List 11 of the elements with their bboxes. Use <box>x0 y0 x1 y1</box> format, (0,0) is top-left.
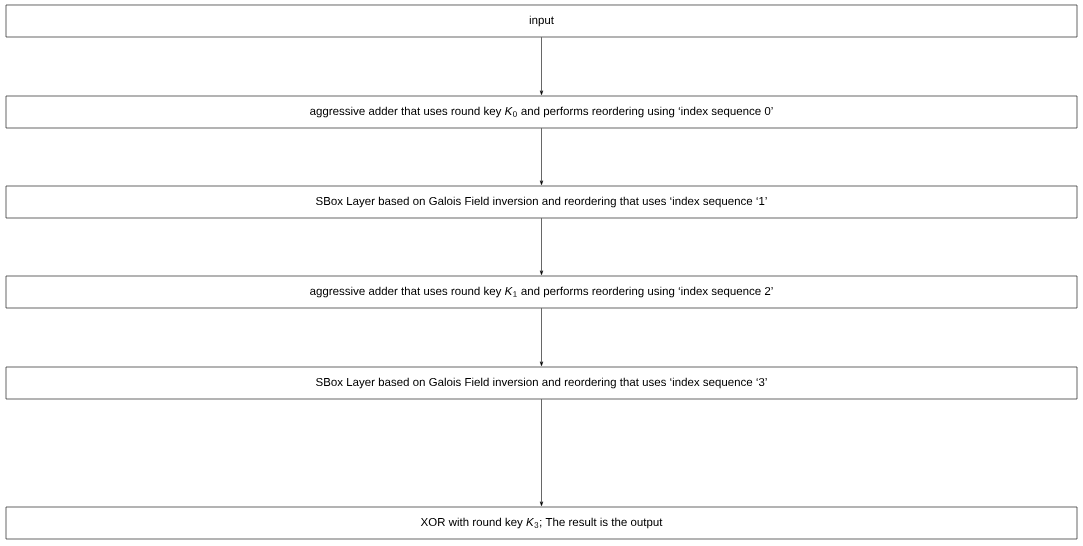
arrow <box>539 399 544 507</box>
arrow <box>539 218 544 276</box>
process-box: input <box>5 4 1078 38</box>
arrow <box>539 128 544 186</box>
process-box: aggressive adder that uses round key K$_{0}$ and performs reordering using ‘index sequence 0’ <box>5 95 1078 129</box>
process-box: SBox Layer based on Galois Field inversion and reordering that uses ‘index sequence ‘1’ <box>5 185 1078 219</box>
process-box: SBox Layer based on Galois Field inversion and reordering that uses ‘index sequence ‘3’ <box>5 366 1078 400</box>
arrow <box>539 37 544 96</box>
process-box: aggressive adder that uses round key K$_{1}$ and performs reordering using ‘index sequence 2’ <box>5 275 1078 309</box>
arrow <box>539 308 544 367</box>
process-box: XOR with round key K$_{3}$; The result is the output <box>5 506 1078 540</box>
